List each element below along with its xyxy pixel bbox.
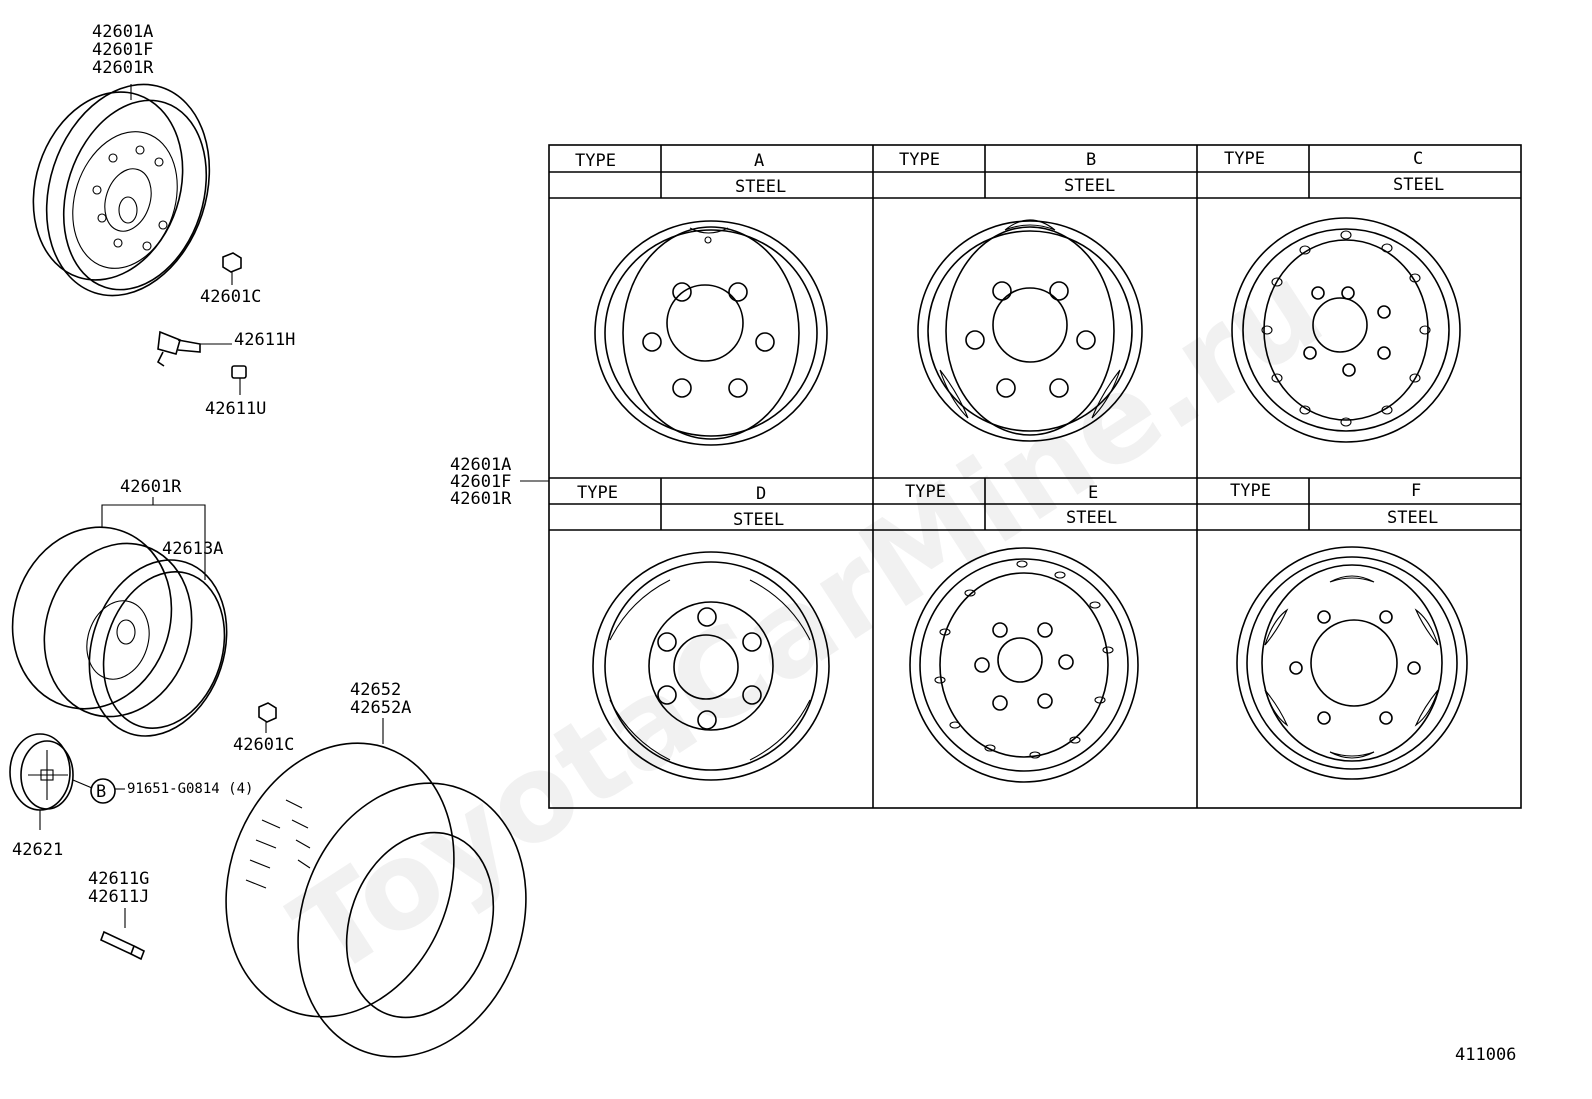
type-letter: C xyxy=(1413,149,1423,169)
material-label: STEEL xyxy=(735,177,786,197)
part-label: 42601F xyxy=(92,40,153,60)
part-label: 42601C xyxy=(233,735,294,755)
wheel-type-table xyxy=(548,144,1522,809)
material-label: STEEL xyxy=(1387,508,1438,528)
part-label: 42601C xyxy=(200,287,261,307)
bolt-ref-letter: B xyxy=(96,782,106,802)
wheel-top-drawing xyxy=(32,83,211,297)
part-label: 42601A xyxy=(450,455,511,475)
wheel-dual-drawing xyxy=(11,526,228,737)
type-letter: D xyxy=(756,484,766,504)
part-label: 42601R xyxy=(92,58,154,78)
part-label: 42611J xyxy=(88,887,149,907)
hub-cap-drawing xyxy=(9,733,93,830)
drawing-number: 411006 xyxy=(1455,1045,1516,1065)
material-label: STEEL xyxy=(1064,176,1115,196)
type-header: TYPE xyxy=(899,150,940,170)
wheel-type-f-drawing xyxy=(1236,546,1468,780)
part-label: 42652 xyxy=(350,680,401,700)
part-label: 42601R xyxy=(120,477,182,497)
bolt-ref-circle xyxy=(90,778,116,804)
valve-stem-drawing xyxy=(99,908,146,961)
part-label: 42621 xyxy=(12,840,63,860)
part-label: 91651-G0814 (4) xyxy=(127,781,253,797)
nut-drawing xyxy=(222,252,242,285)
material-label: STEEL xyxy=(733,510,784,530)
part-label: 42611H xyxy=(234,330,295,350)
part-label: 42601F xyxy=(450,472,511,492)
part-label: 42652A xyxy=(350,698,411,718)
valve-cap-drawing xyxy=(231,365,247,395)
type-header: TYPE xyxy=(577,483,618,503)
wheel-type-a-drawing xyxy=(594,220,828,446)
wheel-type-b-drawing xyxy=(917,219,1143,442)
watermark-text: ToyotaCarMine.ru xyxy=(270,238,1346,1004)
part-label: 42611G xyxy=(88,869,149,889)
material-label: STEEL xyxy=(1066,508,1117,528)
type-header: TYPE xyxy=(1224,149,1265,169)
type-letter: B xyxy=(1086,150,1096,170)
material-label: STEEL xyxy=(1393,175,1444,195)
part-label: 42611U xyxy=(205,399,266,419)
tire-drawing xyxy=(225,742,527,1058)
wheel-type-e-drawing xyxy=(909,547,1139,783)
wheel-type-d-drawing xyxy=(592,551,830,781)
type-letter: F xyxy=(1411,481,1421,501)
valve-drawing xyxy=(156,330,232,367)
type-header: TYPE xyxy=(575,151,616,171)
type-letter: E xyxy=(1088,483,1098,503)
type-header: TYPE xyxy=(905,482,946,502)
part-label: 42613A xyxy=(162,539,223,559)
part-label: 42601A xyxy=(92,22,153,42)
type-letter: A xyxy=(754,151,764,171)
type-header: TYPE xyxy=(1230,481,1271,501)
wheel-type-c-drawing xyxy=(1231,217,1461,443)
part-label: 42601R xyxy=(450,489,512,509)
nut-drawing xyxy=(258,702,277,733)
